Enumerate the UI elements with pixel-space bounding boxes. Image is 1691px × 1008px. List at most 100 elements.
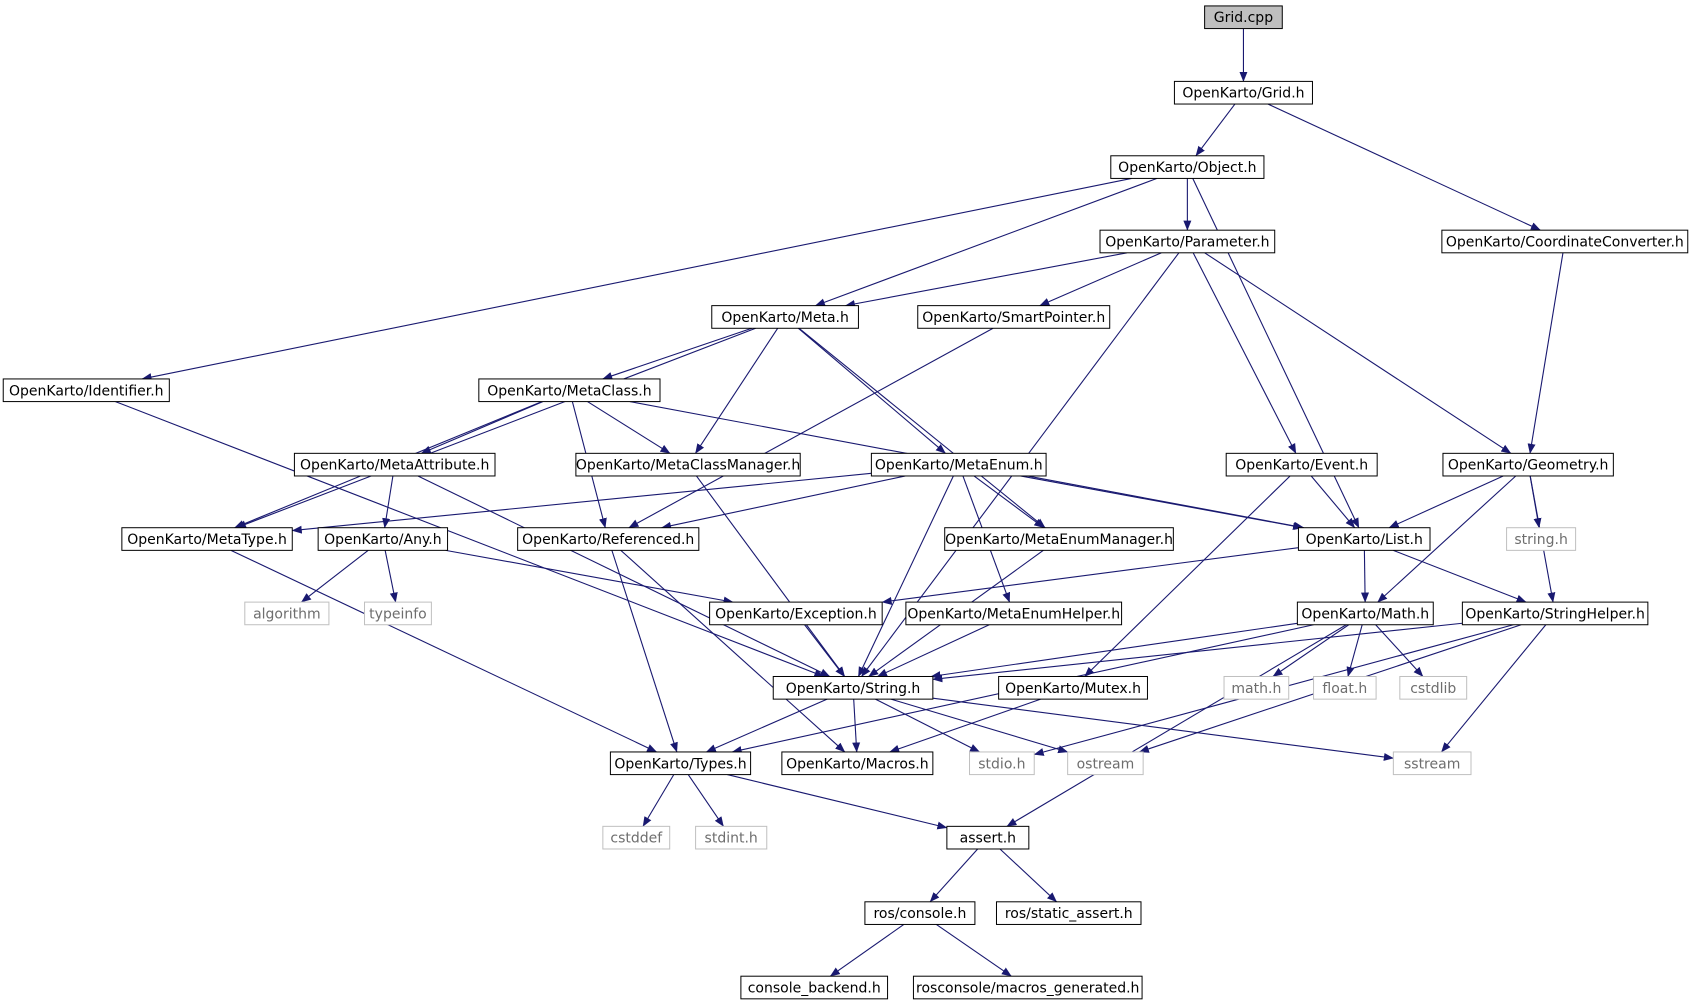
node-box [969, 751, 1035, 776]
node-box [695, 825, 768, 850]
node-assert_h[interactable]: assert.h [946, 825, 1030, 850]
node-box [995, 901, 1142, 925]
node-stringhelper_h[interactable]: OpenKarto/StringHelper.h [1461, 601, 1649, 626]
node-cstdlib: cstdlib [1399, 675, 1468, 700]
node-label: OpenKarto/Event.h [1235, 458, 1368, 474]
node-label: OpenKarto/MetaEnum.h [875, 458, 1043, 474]
node-rosconsole_macros_h[interactable]: rosconsole/macros_generated.h [912, 975, 1143, 1000]
node-object_h[interactable]: OpenKarto/Object.h [1110, 155, 1265, 179]
edge-ros_console_h-to-rosconsole_macros_h [936, 923, 1012, 977]
edge-meta_h-to-metatype_h [236, 327, 756, 529]
edge-metatype_h-to-types_h [230, 549, 658, 753]
edge-geometry_h-to-math_h [1377, 475, 1517, 603]
node-box [364, 601, 432, 626]
node-label: stdio.h [978, 756, 1025, 772]
edge-metaenum_h-to-metaenummanager_h [973, 475, 1045, 529]
node-ros_static_assert_h[interactable]: ros/static_assert.h [995, 901, 1142, 925]
node-ros_console_h[interactable]: ros/console.h [864, 901, 976, 925]
edge-geometry_h-to-list_h [1388, 475, 1504, 529]
node-string_h_sys: string.h [1506, 527, 1577, 551]
node-types_h[interactable]: OpenKarto/Types.h [609, 751, 752, 776]
node-label: math.h [1231, 681, 1281, 697]
node-label: float.h [1322, 681, 1367, 697]
node-box [244, 601, 330, 626]
node-metaenumhelper_h[interactable]: OpenKarto/MetaEnumHelper.h [905, 601, 1123, 626]
node-label: OpenKarto/String.h [786, 681, 921, 697]
edge-list_h-to-math_h [1361, 550, 1370, 603]
node-label: OpenKarto/Referenced.h [522, 532, 694, 548]
node-metaenum_h[interactable]: OpenKarto/MetaEnum.h [870, 452, 1047, 477]
edge-event_h-to-list_h [1310, 475, 1356, 529]
node-label: OpenKarto/Identifier.h [9, 383, 164, 399]
node-event_h[interactable]: OpenKarto/Event.h [1225, 452, 1378, 477]
node-label: OpenKarto/Geometry.h [1448, 458, 1609, 474]
node-metaenummanager_h[interactable]: OpenKarto/MetaEnumManager.h [944, 527, 1174, 551]
node-grid_cpp[interactable]: Grid.cpp [1204, 5, 1283, 30]
node-box [946, 825, 1030, 850]
node-box [1297, 527, 1431, 551]
node-box [1461, 601, 1649, 626]
edge-metaclass_h-to-metaattribute_h [420, 401, 544, 454]
node-parameter_h[interactable]: OpenKarto/Parameter.h [1099, 229, 1276, 254]
node-algorithm: algorithm [244, 601, 330, 626]
node-label: OpenKarto/Parameter.h [1105, 234, 1269, 250]
node-metaclass_h[interactable]: OpenKarto/MetaClass.h [478, 378, 661, 403]
node-layer: Grid.cppOpenKarto/Grid.hOpenKarto/Object… [2, 5, 1689, 1000]
node-label: OpenKarto/Exception.h [715, 606, 877, 622]
edge-assert_h-to-ros_console_h [929, 848, 979, 903]
node-box [781, 751, 934, 776]
node-metaclassmanager_h[interactable]: OpenKarto/MetaClassManager.h [575, 452, 801, 477]
node-label: OpenKarto/List.h [1306, 532, 1423, 548]
node-any_h[interactable]: OpenKarto/Any.h [317, 527, 449, 551]
node-label: OpenKarto/CoordinateConverter.h [1446, 234, 1684, 250]
node-metatype_h[interactable]: OpenKarto/MetaType.h [121, 527, 293, 551]
node-label: OpenKarto/MetaEnumManager.h [945, 532, 1173, 548]
edge-stringhelper_h-to-string_h [932, 622, 1463, 683]
node-box [917, 305, 1111, 329]
edge-metaenum_h-to-string_h [857, 475, 954, 677]
node-exception_h[interactable]: OpenKarto/Exception.h [709, 601, 883, 626]
node-label: OpenKarto/Math.h [1301, 606, 1429, 622]
edge-referenced_h-to-types_h [611, 550, 678, 753]
node-box [864, 901, 976, 925]
node-mutex_h[interactable]: OpenKarto/Mutex.h [998, 675, 1148, 700]
node-metaattribute_h[interactable]: OpenKarto/MetaAttribute.h [293, 452, 496, 477]
edge-meta_h-to-metaenum_h [798, 327, 946, 454]
edge-types_h-to-stdint_h [687, 774, 724, 827]
edge-mutex_h-to-macros_h [889, 698, 1041, 753]
node-geometry_h[interactable]: OpenKarto/Geometry.h [1442, 452, 1614, 477]
edge-referenced_h-to-macros_h [620, 549, 846, 753]
edge-math_h-to-string_h [930, 622, 1298, 680]
node-label: OpenKarto/Grid.h [1182, 86, 1304, 102]
node-label: OpenKarto/Types.h [614, 756, 746, 772]
node-referenced_h[interactable]: OpenKarto/Referenced.h [517, 527, 700, 551]
node-box [1313, 675, 1377, 700]
node-box [1442, 452, 1614, 477]
node-label: OpenKarto/MetaClass.h [487, 383, 651, 399]
node-smartpointer_h[interactable]: OpenKarto/SmartPointer.h [917, 305, 1111, 329]
node-label: cstdlib [1410, 681, 1456, 697]
node-label: OpenKarto/StringHelper.h [1465, 606, 1645, 622]
node-meta_h[interactable]: OpenKarto/Meta.h [711, 305, 859, 329]
node-label: rosconsole/macros_generated.h [916, 981, 1139, 997]
node-list_h[interactable]: OpenKarto/List.h [1297, 527, 1431, 551]
node-box [317, 527, 449, 551]
node-coordconv_h[interactable]: OpenKarto/CoordinateConverter.h [1441, 229, 1689, 254]
node-box [2, 378, 170, 403]
node-macros_h[interactable]: OpenKarto/Macros.h [781, 751, 934, 776]
node-label: console_backend.h [748, 981, 881, 997]
node-label: string.h [1514, 532, 1568, 548]
node-identifier_h[interactable]: OpenKarto/Identifier.h [2, 378, 170, 403]
edge-metaenum_h-to-metatype_h [291, 472, 872, 534]
node-console_backend_h[interactable]: console_backend.h [740, 975, 889, 1000]
node-label: OpenKarto/MetaEnumHelper.h [907, 606, 1120, 622]
node-math_h[interactable]: OpenKarto/Math.h [1296, 601, 1434, 626]
edge-math_h-to-mathh_sys [1272, 624, 1350, 677]
edge-metaenumhelper_h-to-string_h [877, 624, 990, 677]
edge-object_h-to-meta_h [815, 177, 1158, 307]
node-label: OpenKarto/Meta.h [721, 310, 849, 326]
edge-smartpointer_h-to-referenced_h [628, 327, 994, 529]
edge-types_h-to-cstddef [642, 774, 675, 827]
node-grid_h[interactable]: OpenKarto/Grid.h [1173, 80, 1313, 105]
node-string_h[interactable]: OpenKarto/String.h [772, 675, 934, 700]
